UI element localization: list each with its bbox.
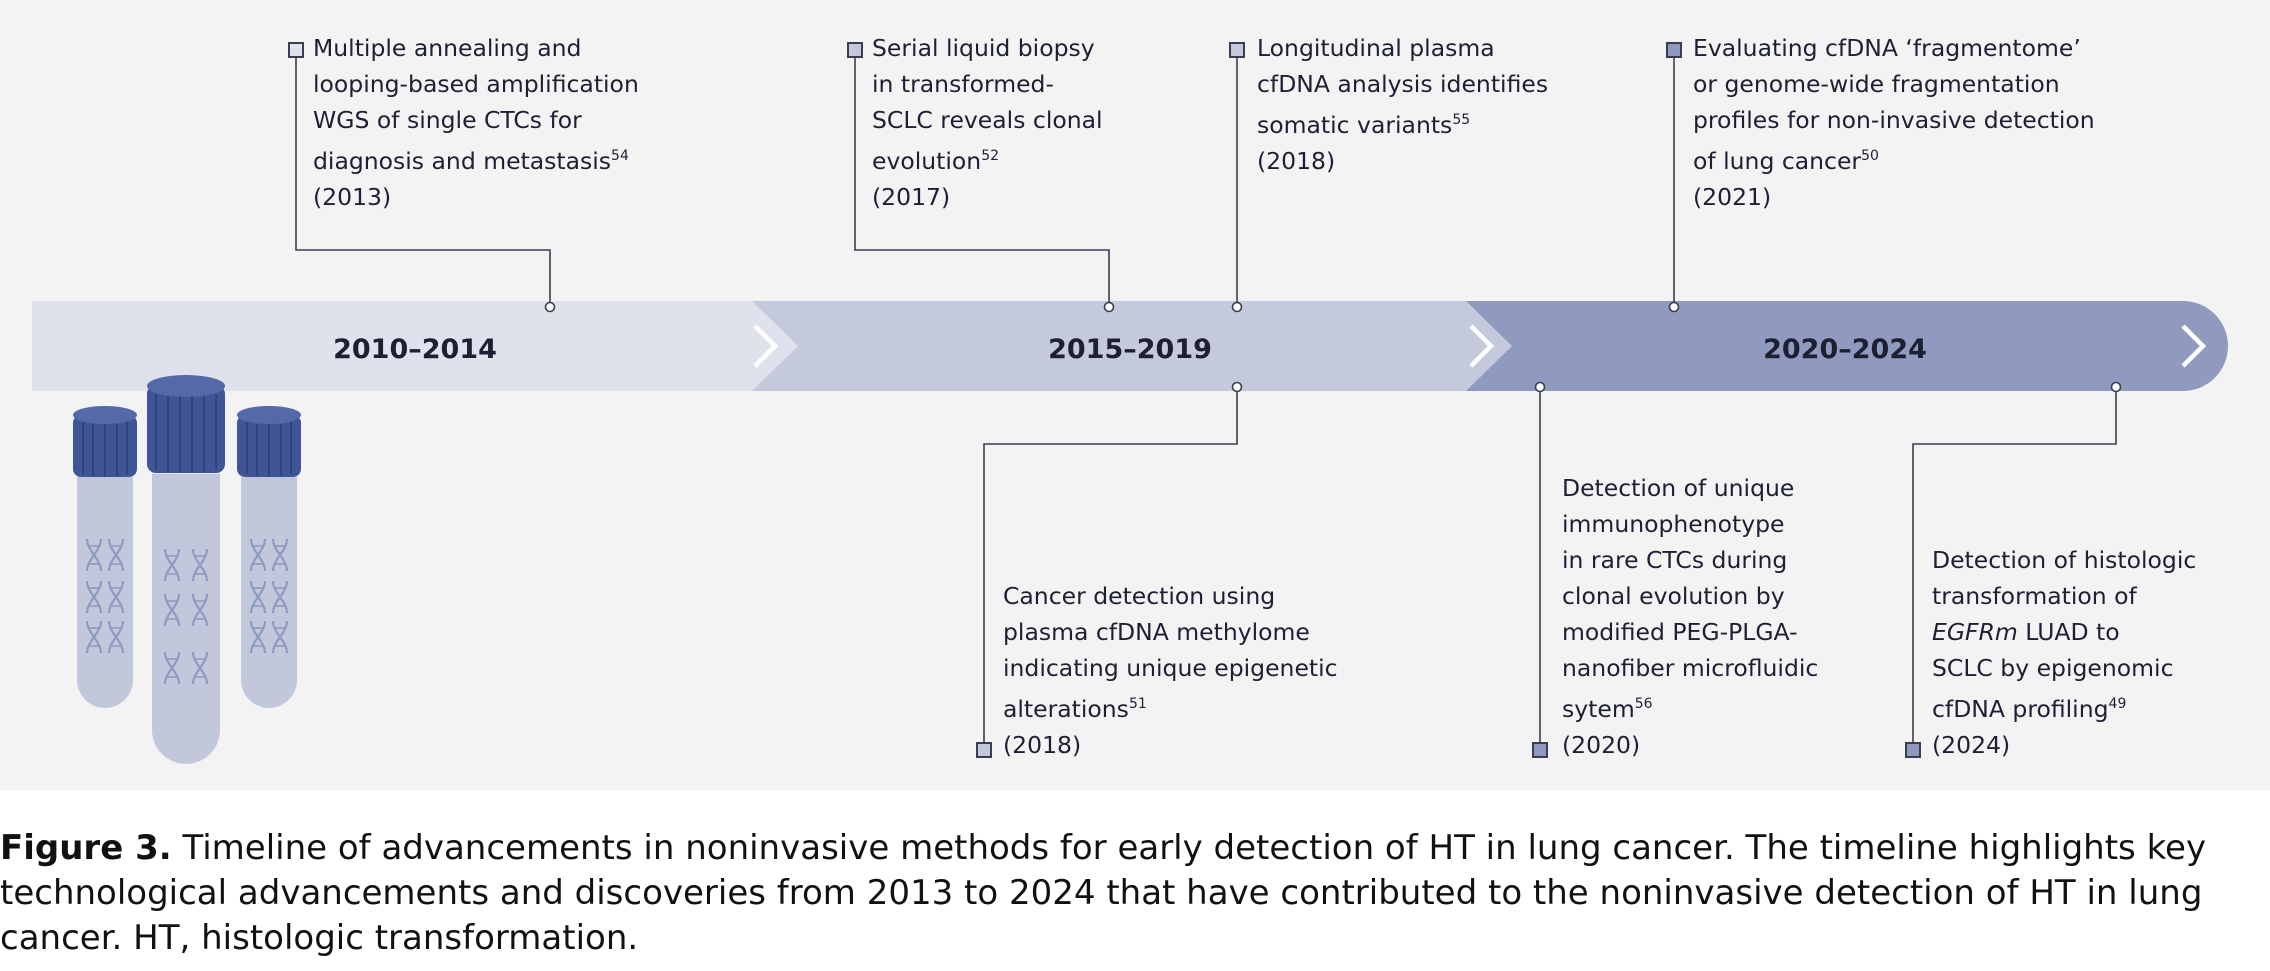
event-2021: Evaluating cfDNA ‘fragmentome’ or genome… [1693, 34, 2095, 211]
figure-caption: Figure 3. Timeline of advancements in no… [0, 826, 2270, 961]
test-tube-icon [147, 375, 225, 764]
test-tube-icon [73, 406, 137, 708]
chevron-right-icon [1469, 324, 1495, 368]
period-label-3: 2020–2024 [1763, 334, 1927, 365]
band-2010-2014 [32, 301, 798, 391]
event-marker [1532, 742, 1548, 758]
connector-dots [544, 301, 2122, 393]
band-2020-2024 [1300, 301, 2228, 391]
event-2024: Detection of histologic transformation o… [1932, 546, 2197, 759]
chevron-right-icon [753, 324, 779, 368]
period-label-2: 2015–2019 [1048, 334, 1212, 365]
event-marker [976, 742, 992, 758]
event-marker [1229, 42, 1245, 58]
timeline-figure: 2010–2014 2015–2019 2020–2024 Multiple a… [0, 0, 2270, 790]
event-2017: Serial liquid biopsy in transformed- SCL… [872, 34, 1103, 211]
event-marker [288, 42, 304, 58]
band-2015-2019 [600, 301, 1512, 391]
caption-label: Figure 3. [0, 828, 172, 868]
connectors-top [295, 58, 2117, 742]
event-marker [1666, 42, 1682, 58]
event-2018-bottom: Cancer detection using plasma cfDNA meth… [1003, 582, 1338, 759]
event-2013: Multiple annealing and looping-based amp… [313, 34, 639, 211]
caption-text: Timeline of advancements in noninvasive … [0, 828, 2207, 958]
timeline-graphic [32, 58, 2228, 764]
test-tube-icon [237, 406, 301, 708]
event-2020: Detection of unique immunophenotype in r… [1562, 474, 1819, 759]
period-label-1: 2010–2014 [333, 334, 497, 365]
event-marker [1905, 742, 1921, 758]
chevron-right-icon [2181, 324, 2207, 368]
event-marker [847, 42, 863, 58]
event-2018-top: Longitudinal plasma cfDNA analysis ident… [1257, 34, 1549, 175]
